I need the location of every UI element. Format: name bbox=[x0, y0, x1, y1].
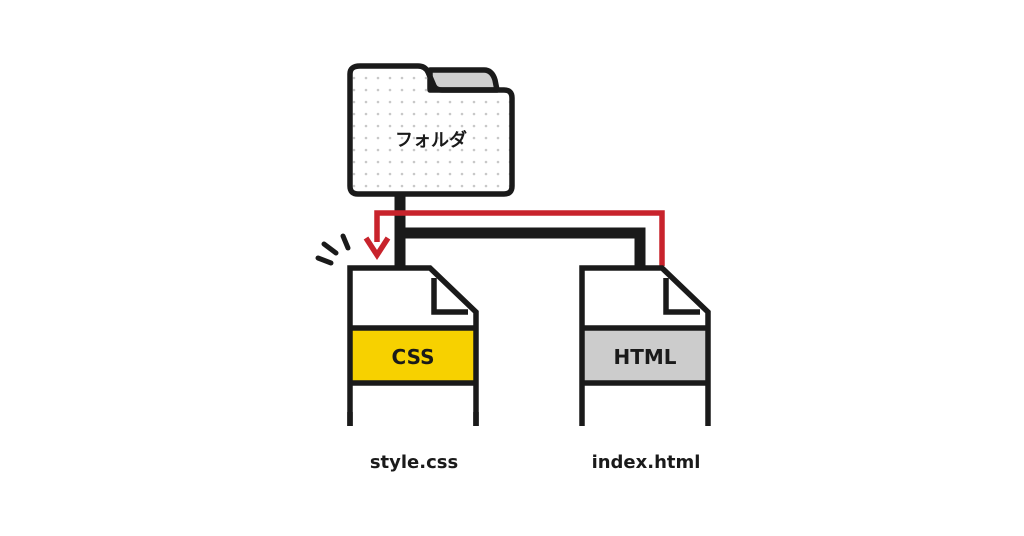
tree-connector bbox=[394, 194, 646, 268]
folder-label: フォルダ bbox=[395, 129, 467, 151]
html-type-label: HTML bbox=[613, 345, 676, 369]
html-file-icon: HTML bbox=[579, 265, 711, 426]
html-filename: index.html bbox=[592, 452, 701, 473]
html-file-band bbox=[582, 328, 710, 383]
css-filename: style.css bbox=[370, 452, 458, 473]
folder-icon: フォルダ bbox=[347, 63, 515, 197]
attention-marks-icon bbox=[315, 233, 351, 266]
reference-arrow bbox=[363, 210, 665, 266]
css-file-band bbox=[350, 328, 478, 383]
css-type-label: CSS bbox=[392, 345, 435, 369]
css-file-icon: CSS bbox=[347, 265, 479, 426]
